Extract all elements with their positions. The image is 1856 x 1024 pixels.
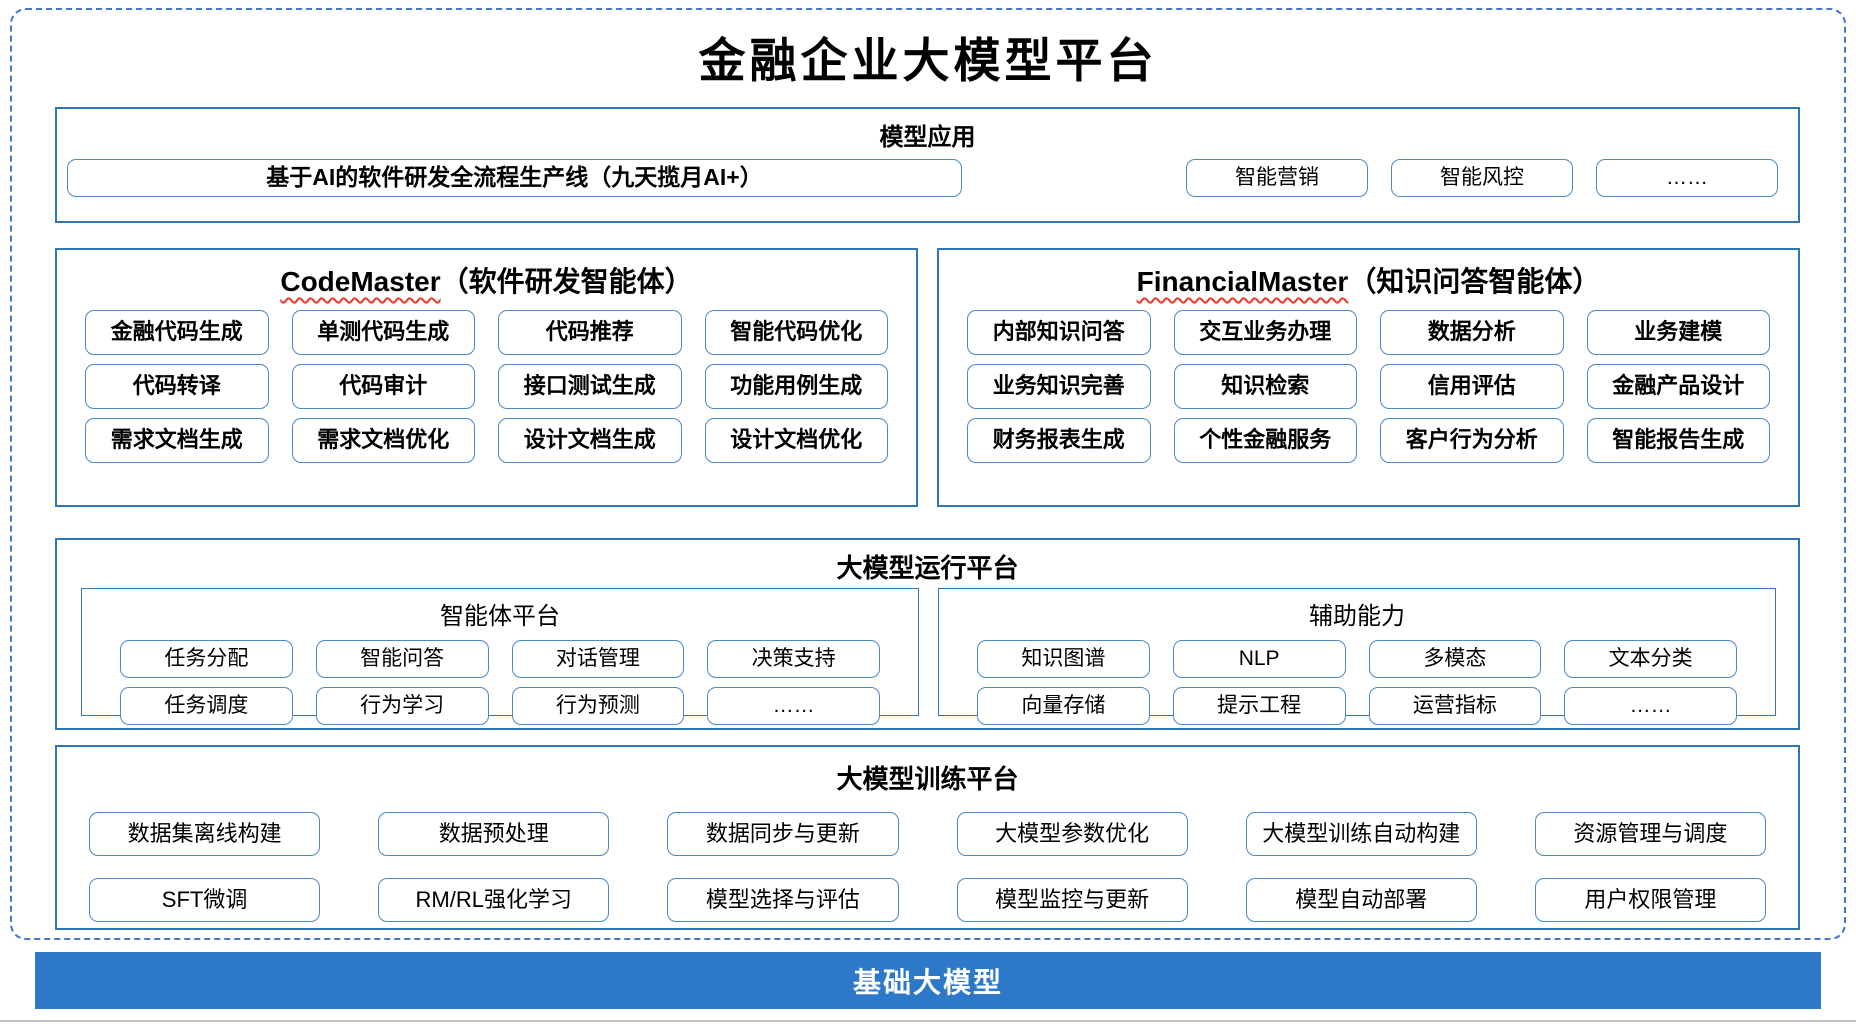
- training-item: 模型选择与评估: [667, 878, 899, 922]
- model-application-header: 模型应用: [879, 124, 976, 151]
- codemaster-item: 设计文档生成: [498, 418, 682, 463]
- agent-platform-grid: 任务分配 智能问答 对话管理 决策支持 任务调度 行为学习 行为预测 ……: [120, 640, 880, 725]
- codemaster-item: 功能用例生成: [704, 364, 888, 409]
- financialmaster-grid: 内部知识问答 交互业务办理 数据分析 业务建模 业务知识完善 知识检索 信用评估…: [967, 310, 1770, 463]
- app-item: ……: [1596, 159, 1778, 197]
- agent-platform-box: 智能体平台 任务分配 智能问答 对话管理 决策支持 任务调度 行为学习 行为预测…: [81, 588, 919, 725]
- financialmaster-item: 数据分析: [1380, 310, 1564, 355]
- training-item: 数据预处理: [378, 812, 610, 856]
- agent-platform-item: ……: [707, 687, 880, 725]
- financialmaster-section: FinancialMaster（知识问答智能体） 内部知识问答 交互业务办理 数…: [937, 248, 1800, 507]
- financialmaster-item: 信用评估: [1380, 364, 1564, 409]
- bottom-edge-line: [0, 1020, 1856, 1022]
- auxiliary-capability-box: 辅助能力 知识图谱 NLP 多模态 文本分类 向量存储 提示工程 运营指标 ……: [938, 588, 1776, 725]
- codemaster-item: 接口测试生成: [498, 364, 682, 409]
- page-title: 金融企业大模型平台: [698, 34, 1158, 89]
- agent-platform-item: 决策支持: [707, 640, 880, 678]
- financialmaster-item: 内部知识问答: [967, 310, 1151, 355]
- financialmaster-item: 财务报表生成: [967, 418, 1151, 463]
- training-item: 数据同步与更新: [667, 812, 899, 856]
- codemaster-item: 设计文档优化: [704, 418, 888, 463]
- auxiliary-item: ……: [1564, 687, 1737, 725]
- auxiliary-item: 向量存储: [977, 687, 1150, 725]
- financialmaster-item: 客户行为分析: [1380, 418, 1564, 463]
- agent-platform-item: 任务调度: [120, 687, 293, 725]
- financialmaster-item: 智能报告生成: [1586, 418, 1770, 463]
- financialmaster-item: 业务知识完善: [967, 364, 1151, 409]
- codemaster-header: CodeMaster（软件研发智能体）: [85, 260, 888, 300]
- auxiliary-item: 知识图谱: [977, 640, 1150, 678]
- financialmaster-item: 金融产品设计: [1586, 364, 1770, 409]
- financialmaster-name: FinancialMaster: [1136, 266, 1349, 297]
- codemaster-item: 代码转译: [85, 364, 269, 409]
- auxiliary-item: 提示工程: [1172, 687, 1346, 725]
- auxiliary-item: 运营指标: [1368, 687, 1542, 725]
- auxiliary-item: 多模态: [1368, 640, 1542, 678]
- agent-platform-item: 智能问答: [315, 640, 489, 678]
- auxiliary-item: NLP: [1172, 640, 1346, 678]
- training-item: RM/RL强化学习: [378, 878, 610, 922]
- foundation-model-bar: 基础大模型: [35, 952, 1821, 1009]
- runtime-platform-header: 大模型运行平台: [836, 553, 1019, 583]
- financialmaster-item: 知识检索: [1173, 364, 1357, 409]
- codemaster-section: CodeMaster（软件研发智能体） 金融代码生成 单测代码生成 代码推荐 智…: [55, 248, 918, 507]
- training-item: 用户权限管理: [1534, 878, 1766, 922]
- auxiliary-item: 文本分类: [1564, 640, 1737, 678]
- training-item: 模型自动部署: [1245, 878, 1477, 922]
- training-platform-header: 大模型训练平台: [836, 764, 1019, 794]
- agent-platform-item: 对话管理: [511, 640, 685, 678]
- training-item: 大模型训练自动构建: [1245, 812, 1477, 856]
- financialmaster-item: 交互业务办理: [1173, 310, 1357, 355]
- agent-platform-item: 行为学习: [315, 687, 489, 725]
- foundation-model-label: 基础大模型: [852, 966, 1003, 998]
- codemaster-name: CodeMaster: [280, 266, 441, 297]
- app-item: 智能风控: [1391, 159, 1573, 197]
- agent-platform-title: 智能体平台: [440, 603, 560, 630]
- financialmaster-item: 个性金融服务: [1173, 418, 1357, 463]
- codemaster-subtitle: （软件研发智能体）: [440, 266, 693, 297]
- codemaster-grid: 金融代码生成 单测代码生成 代码推荐 智能代码优化 代码转译 代码审计 接口测试…: [85, 310, 888, 463]
- agent-platform-item: 任务分配: [120, 640, 293, 678]
- training-item: 模型监控与更新: [956, 878, 1188, 922]
- agent-platform-item: 行为预测: [511, 687, 685, 725]
- app-item: 智能营销: [1186, 159, 1368, 197]
- codemaster-item: 金融代码生成: [85, 310, 269, 355]
- auxiliary-capability-grid: 知识图谱 NLP 多模态 文本分类 向量存储 提示工程 运营指标 ……: [977, 640, 1737, 725]
- model-application-row: 基于AI的软件研发全流程生产线（九天揽月AI+） 智能营销 智能风控 ……: [67, 159, 1778, 197]
- auxiliary-capability-title: 辅助能力: [1309, 603, 1405, 630]
- training-item: 大模型参数优化: [956, 812, 1188, 856]
- pipeline-box: 基于AI的软件研发全流程生产线（九天揽月AI+）: [67, 159, 962, 197]
- training-platform-section: 大模型训练平台 数据集离线构建 数据预处理 数据同步与更新 大模型参数优化 大模…: [55, 745, 1800, 930]
- runtime-row: 智能体平台 任务分配 智能问答 对话管理 决策支持 任务调度 行为学习 行为预测…: [81, 588, 1776, 725]
- training-item: 资源管理与调度: [1534, 812, 1766, 856]
- agents-row: CodeMaster（软件研发智能体） 金融代码生成 单测代码生成 代码推荐 智…: [55, 248, 1800, 507]
- codemaster-item: 需求文档优化: [291, 418, 475, 463]
- training-platform-grid: 数据集离线构建 数据预处理 数据同步与更新 大模型参数优化 大模型训练自动构建 …: [89, 812, 1766, 922]
- financialmaster-item: 业务建模: [1586, 310, 1770, 355]
- financialmaster-subtitle: （知识问答智能体）: [1348, 266, 1601, 297]
- codemaster-item: 单测代码生成: [291, 310, 475, 355]
- model-application-section: 模型应用 基于AI的软件研发全流程生产线（九天揽月AI+） 智能营销 智能风控 …: [55, 107, 1800, 223]
- financialmaster-header: FinancialMaster（知识问答智能体）: [967, 260, 1770, 300]
- training-item: 数据集离线构建: [89, 812, 321, 856]
- codemaster-item: 智能代码优化: [704, 310, 888, 355]
- codemaster-item: 代码推荐: [498, 310, 682, 355]
- runtime-platform-section: 大模型运行平台 智能体平台 任务分配 智能问答 对话管理 决策支持 任务调度 行…: [55, 538, 1800, 730]
- codemaster-item: 代码审计: [291, 364, 475, 409]
- outer-dashed-frame: [10, 8, 1846, 940]
- training-item: SFT微调: [89, 878, 321, 922]
- codemaster-item: 需求文档生成: [85, 418, 269, 463]
